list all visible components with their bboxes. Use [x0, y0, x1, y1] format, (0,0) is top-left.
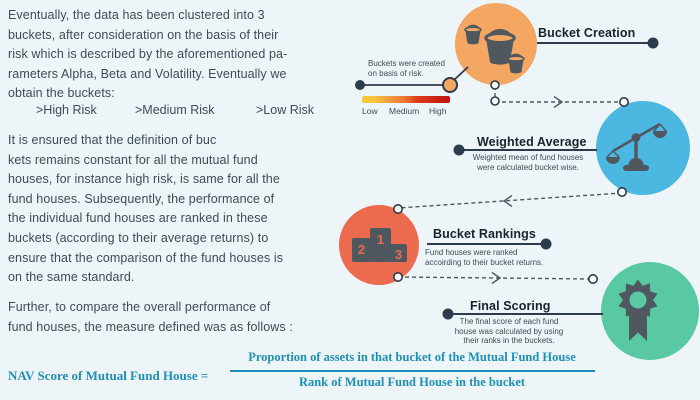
formula-fraction-bar: [230, 370, 595, 372]
risk-label-low: Low: [362, 106, 378, 116]
bucket-list-high: >High Risk: [36, 103, 97, 117]
step-circle-final-scoring: [601, 262, 699, 360]
step-caption-bucket-rankings: Fund houses were ranked accoirding to th…: [425, 248, 544, 267]
paragraph-measure: Further, to compare the overall performa…: [8, 300, 293, 334]
step-title-weighted-average: Weighted Average: [477, 135, 587, 149]
flow-node: [490, 96, 500, 106]
step-circle-bucket-creation: [455, 3, 537, 85]
flow-node: [587, 273, 598, 284]
arrow-head-right: [491, 271, 502, 285]
risk-label-medium: Medium: [389, 106, 420, 116]
step-caption-weighted-average: Weighted mean of fund houses were calcul…: [472, 153, 584, 172]
pointer-dot: [647, 37, 659, 49]
step-title-final-scoring: Final Scoring: [470, 299, 551, 313]
risk-gradient-bar: [362, 96, 450, 103]
buckets-icon: [464, 24, 525, 74]
step-title-bucket-creation: Bucket Creation: [538, 26, 636, 40]
balance-scale-icon: [606, 122, 667, 171]
formula-lhs: NAV Score of Mutual Fund House =: [8, 368, 209, 383]
risk-label-high: High: [429, 106, 447, 116]
step-caption-bucket-creation: Buckets were created on basis of risk.: [368, 59, 445, 78]
step-caption-final-scoring: The final score of each fund house was c…: [454, 317, 564, 346]
podium-icon: 2 1 3: [352, 228, 407, 262]
flow-arrow-2: [397, 192, 623, 209]
podium-rank-2: 2: [358, 242, 365, 257]
paragraph-clustering: Eventually, the data has been clustered …: [8, 8, 288, 101]
bucket-icon: [507, 53, 525, 74]
flow-arrow-3: [397, 276, 594, 280]
bucket-list-low: >Low Risk: [256, 103, 315, 117]
formula-numerator: Proportion of assets in that bucket of t…: [248, 350, 576, 364]
arrow-head-left: [502, 194, 513, 208]
podium-rank-1: 1: [377, 232, 384, 247]
bucket-icon: [464, 24, 482, 45]
step-circle-bucket-rankings: 2 1 3: [339, 205, 419, 285]
formula-denominator: Rank of Mutual Fund House in the bucket: [298, 375, 526, 389]
award-ribbon-icon: [618, 279, 658, 341]
step-circle-weighted-average: [596, 101, 690, 195]
paragraph-definition: It is ensured that the definition of buc…: [8, 133, 284, 285]
step-title-bucket-rankings: Bucket Rankings: [433, 227, 536, 241]
bucket-icon: [484, 29, 516, 65]
podium-rank-3: 3: [395, 247, 402, 262]
arrow-head-right: [553, 95, 564, 109]
bucket-list-medium: >Medium Risk: [135, 103, 215, 117]
